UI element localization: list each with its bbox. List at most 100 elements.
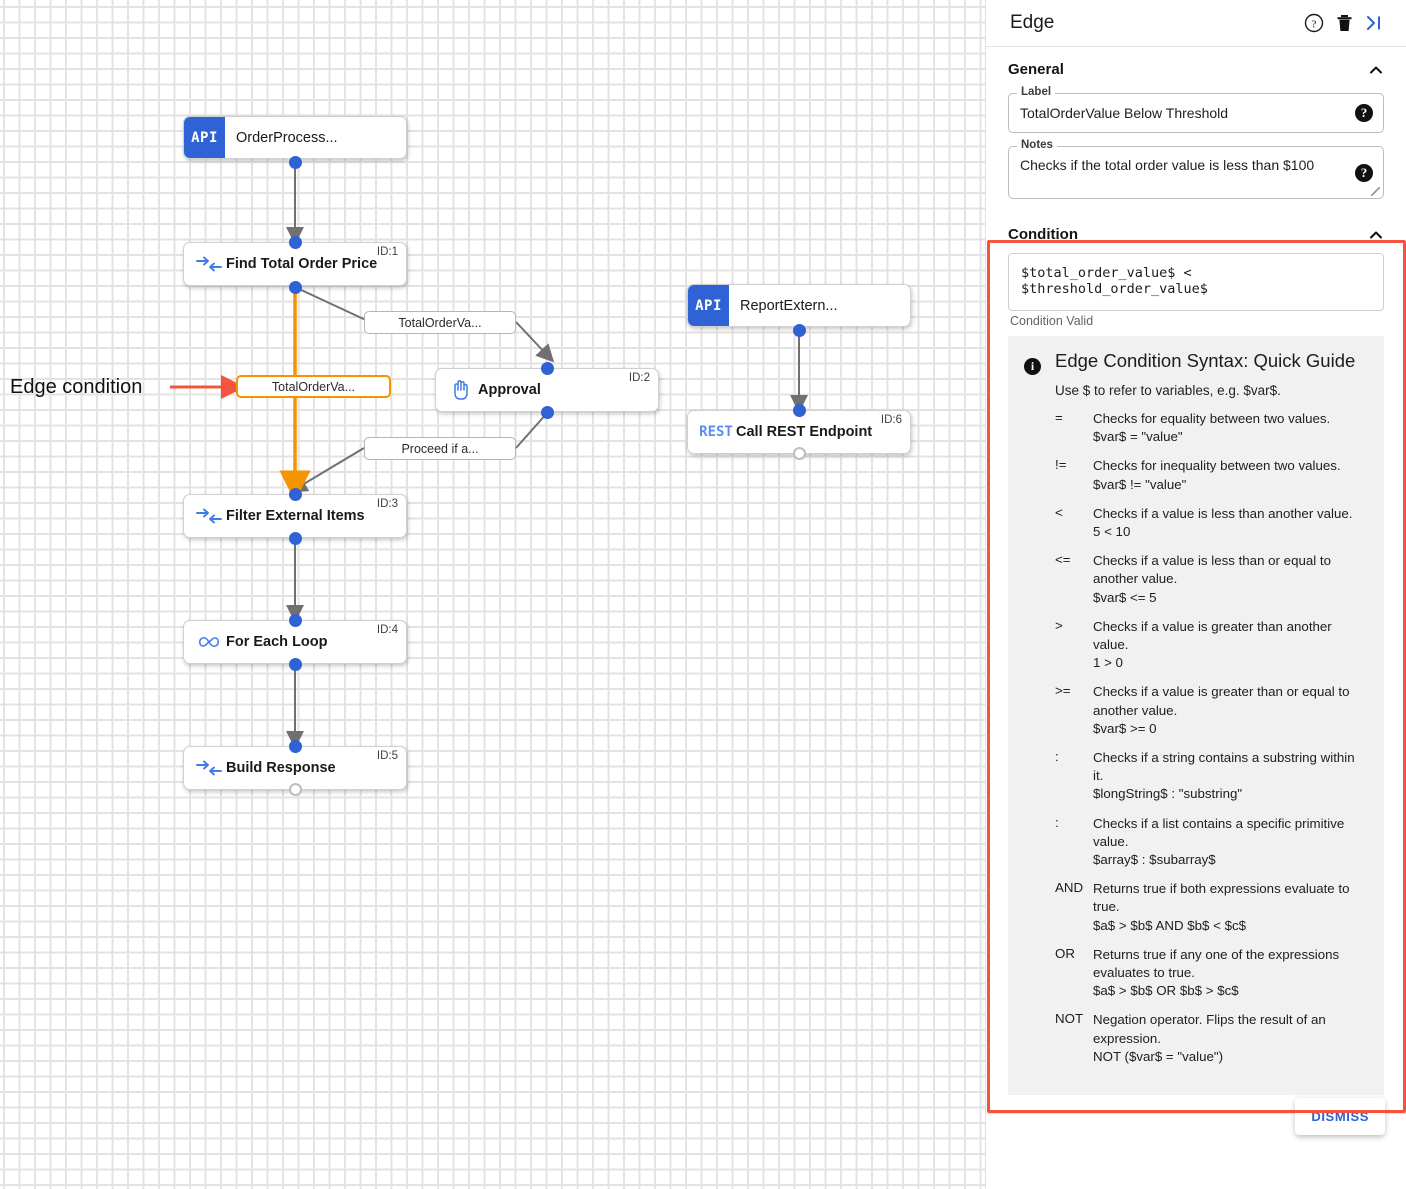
node-call-rest-endpoint[interactable]: REST Call REST Endpoint ID:6 xyxy=(687,410,911,454)
chevron-up-icon[interactable] xyxy=(1368,227,1384,243)
node-report-extern[interactable]: API ReportExtern... xyxy=(687,284,911,327)
operator-example: $var$ = "value" xyxy=(1093,429,1183,445)
rest-badge-icon: REST xyxy=(699,424,733,440)
port-in-find-total[interactable] xyxy=(289,236,302,249)
operator-row: < Checks if a value is less than another … xyxy=(1055,505,1368,541)
info-icon: i xyxy=(1024,358,1041,375)
operator-list: =Checks for equality between two values.… xyxy=(1024,410,1368,1066)
operator-symbol: NOT xyxy=(1055,1011,1084,1027)
edge-label-selected-condition[interactable]: TotalOrderVa... xyxy=(236,375,391,398)
operator-description-block: Returns true if any one of the expressio… xyxy=(1093,946,1368,1001)
operator-description: Checks if a list contains a specific pri… xyxy=(1093,815,1345,849)
operator-example: $var$ <= 5 xyxy=(1093,589,1157,605)
node-id: ID:6 xyxy=(880,414,902,426)
operator-symbol: AND xyxy=(1055,880,1084,896)
infinity-icon xyxy=(192,634,226,650)
edge-label-to-approval[interactable]: TotalOrderVa... xyxy=(364,311,516,334)
notes-help-icon[interactable]: ? xyxy=(1355,163,1373,182)
port-out-find-total[interactable] xyxy=(289,281,302,294)
node-find-total-order-price[interactable]: Find Total Order Price ID:1 xyxy=(183,242,407,286)
label-help-icon[interactable]: ? xyxy=(1355,104,1373,122)
operator-description: Checks if a value is greater than or equ… xyxy=(1093,684,1350,718)
operator-example: $a$ > $b$ AND $b$ < $c$ xyxy=(1093,917,1247,933)
port-out-filter[interactable] xyxy=(289,532,302,545)
port-out-for-each[interactable] xyxy=(289,658,302,671)
panel-footer: DISMISS xyxy=(986,1098,1406,1189)
guide-title: Edge Condition Syntax: Quick Guide xyxy=(1055,350,1356,371)
operator-description-block: Checks if a list contains a specific pri… xyxy=(1093,815,1368,870)
transform-icon xyxy=(192,256,226,272)
operator-example: $a$ > $b$ OR $b$ > $c$ xyxy=(1093,983,1239,999)
operator-description: Returns true if both expressions evaluat… xyxy=(1093,881,1350,915)
port-out-call-rest[interactable] xyxy=(793,447,806,460)
operator-row: <=Checks if a value is less than or equa… xyxy=(1055,552,1368,607)
operator-row: >= Checks if a value is greater than or e… xyxy=(1055,683,1368,738)
operator-symbol: < xyxy=(1055,504,1063,520)
edge-properties-panel: Edge ? xyxy=(985,0,1406,1189)
operator-symbol: > xyxy=(1055,617,1063,633)
node-filter-external-items[interactable]: Filter External Items ID:3 xyxy=(183,494,407,538)
operator-symbol: != xyxy=(1055,457,1067,473)
dismiss-button[interactable]: DISMISS xyxy=(1295,1098,1385,1135)
operator-description: Checks if a value is less than or equal … xyxy=(1093,553,1331,587)
operator-example: $var$ != "value" xyxy=(1093,476,1187,492)
delete-icon[interactable] xyxy=(1329,8,1359,38)
condition-section-title: Condition xyxy=(1008,226,1078,243)
panel-title: Edge xyxy=(1010,12,1055,33)
condition-section-header[interactable]: Condition xyxy=(998,212,1394,253)
operator-description-block: Returns true if both expressions evaluat… xyxy=(1093,880,1368,935)
operator-row: >Checks if a value is greater than anoth… xyxy=(1055,618,1368,673)
operator-description: Checks for equality between two values. xyxy=(1093,411,1331,426)
operator-row: :Checks if a string contains a substring… xyxy=(1055,749,1368,804)
condition-section: Condition $total_order_value$ < $thresho… xyxy=(986,212,1406,1096)
label-field[interactable]: Label TotalOrderValue Below Threshold ? xyxy=(1008,86,1384,133)
operator-row: OR Returns true if any one of the express… xyxy=(1055,946,1368,1001)
operator-symbol: : xyxy=(1055,749,1059,765)
operator-description: Checks if a value is less than another v… xyxy=(1093,505,1353,521)
node-order-process[interactable]: API OrderProcess... xyxy=(183,116,407,159)
port-out-order-process[interactable] xyxy=(289,156,302,169)
port-in-call-rest[interactable] xyxy=(793,404,806,417)
port-in-for-each[interactable] xyxy=(289,614,302,627)
edge-label-proceed[interactable]: Proceed if a... xyxy=(364,437,516,460)
edge-condition-annotation: Edge condition xyxy=(10,376,143,398)
operator-row: =Checks for equality between two values.… xyxy=(1055,410,1368,446)
port-in-filter[interactable] xyxy=(289,488,302,501)
node-id: ID:3 xyxy=(376,498,398,510)
workflow-canvas[interactable]: Edge condition API OrderProcess... Find … xyxy=(0,0,985,1189)
collapse-panel-icon[interactable] xyxy=(1359,8,1389,38)
edge-label-text: TotalOrderVa... xyxy=(398,315,482,330)
operator-row: NOT Negation operator. Flips the result o… xyxy=(1055,1011,1368,1066)
port-out-build-response[interactable] xyxy=(289,783,302,796)
node-label: For Each Loop xyxy=(226,634,328,650)
operator-symbol: >= xyxy=(1055,683,1071,699)
notes-field-value: Checks if the total order value is less … xyxy=(1020,157,1315,173)
operator-description: Negation operator. Flips the result of a… xyxy=(1093,1012,1326,1046)
port-in-build-response[interactable] xyxy=(289,740,302,753)
node-id: ID:2 xyxy=(628,372,650,384)
port-out-report-extern[interactable] xyxy=(793,324,806,337)
node-id: ID:5 xyxy=(376,750,398,762)
node-approval[interactable]: Approval ID:2 xyxy=(435,368,659,412)
port-in-approval[interactable] xyxy=(541,362,554,375)
api-badge-icon: API xyxy=(184,117,225,158)
guide-subtitle: Use $ to refer to variables, e.g. $var$. xyxy=(1055,383,1281,398)
condition-expression-input[interactable]: $total_order_value$ < $threshold_order_v… xyxy=(1008,253,1384,311)
node-build-response[interactable]: Build Response ID:5 xyxy=(183,746,407,790)
node-for-each-loop[interactable]: For Each Loop ID:4 xyxy=(183,620,407,664)
operator-symbol: OR xyxy=(1055,945,1075,961)
operator-row: != Checks for inequality between two valu… xyxy=(1055,457,1368,493)
edge-label-text: TotalOrderVa... xyxy=(271,379,356,394)
general-section-title: General xyxy=(1008,61,1064,78)
port-out-approval[interactable] xyxy=(541,406,554,419)
help-icon[interactable]: ? xyxy=(1299,8,1329,38)
notes-resize-handle[interactable] xyxy=(1371,187,1380,196)
general-section-header[interactable]: General xyxy=(998,47,1394,88)
operator-example: $var$ >= 0 xyxy=(1093,720,1157,736)
notes-field[interactable]: Notes Checks if the total order value is… xyxy=(1008,139,1384,199)
panel-header: Edge ? xyxy=(986,0,1406,47)
operator-description: Checks for inequality between two values… xyxy=(1093,458,1341,474)
operator-row: AND Returns true if both expressions eval… xyxy=(1055,880,1368,935)
chevron-up-icon[interactable] xyxy=(1368,62,1384,78)
node-id: ID:4 xyxy=(376,624,398,636)
